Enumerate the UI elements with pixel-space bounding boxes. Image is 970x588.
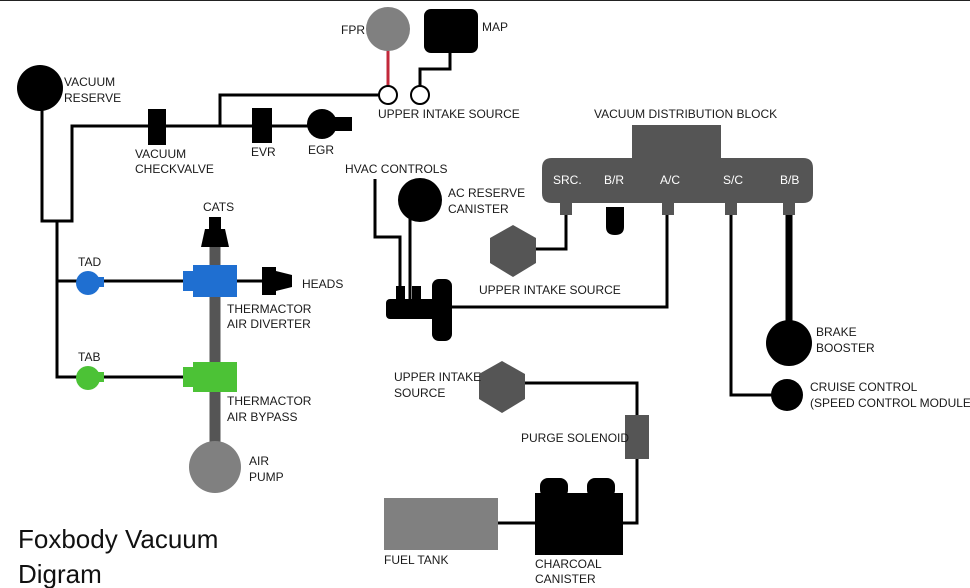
- brake-booster: [766, 320, 812, 366]
- distribution-port-ac: [662, 201, 674, 215]
- src-port-line: [530, 213, 568, 251]
- heads-fitting: [262, 267, 276, 295]
- upper-intake-source-mid: [490, 225, 536, 277]
- vacuum-reserve-line: [40, 101, 150, 223]
- thermactor-air-diverter: [193, 265, 237, 297]
- cruise-control-module: [771, 379, 803, 411]
- distribution-port-bb: [783, 201, 795, 215]
- vacuum-checkvalve-label-1: VACUUM: [135, 147, 186, 161]
- thermactor-bypass-label-2: AIR BYPASS: [227, 410, 297, 424]
- evr-solenoid: [252, 108, 272, 143]
- thermactor-bypass-inlet: [183, 367, 195, 387]
- ac-reserve-label-2: CANISTER: [448, 202, 509, 216]
- upper-intake-fitting-2: [410, 85, 430, 105]
- brake-booster-label-2: BOOSTER: [816, 341, 875, 355]
- fpr-component: [366, 7, 410, 51]
- upper-intake-low-label-2: SOURCE: [394, 386, 445, 400]
- tad-valve-nozzle: [94, 277, 104, 287]
- port-bb-label: B/B: [780, 173, 799, 187]
- egr-valve: [307, 109, 337, 139]
- purge-to-canister-line: [622, 459, 639, 525]
- cruise-control-label-2: (SPEED CONTROL MODULE): [810, 396, 970, 410]
- vacuum-reserve: [17, 65, 63, 111]
- cats-label: CATS: [203, 200, 234, 214]
- hvac-valve-port-2: [412, 286, 421, 300]
- sc-port-line: [729, 215, 780, 397]
- vacuum-reserve-label-2: RESERVE: [64, 91, 121, 105]
- tab-valve-nozzle: [94, 372, 104, 382]
- hvac-controls-label: HVAC CONTROLS: [345, 162, 447, 176]
- tad-tab-trunk-line: [55, 221, 85, 379]
- thermactor-air-bypass: [193, 362, 237, 392]
- map-label: MAP: [482, 20, 508, 34]
- fpr-label: FPR: [341, 23, 365, 37]
- thermactor-diverter-label-1: THERMACTOR: [227, 302, 312, 316]
- upper-intake-feed-line: [218, 93, 382, 126]
- fuel-tank-label: FUEL TANK: [384, 553, 448, 567]
- purge-solenoid-label: PURGE SOLENOID: [521, 431, 629, 445]
- distribution-port-sc: [725, 201, 737, 215]
- vacuum-distribution-block-label: VACUUM DISTRIBUTION BLOCK: [594, 107, 777, 121]
- egr-label: EGR: [308, 143, 334, 157]
- vacuum-distribution-block: [542, 125, 813, 203]
- map-sensor: [424, 9, 478, 53]
- egr-valve-stem: [330, 117, 352, 131]
- upper-intake-top-label: UPPER INTAKE SOURCE: [378, 107, 520, 121]
- thermactor-bypass-label-1: THERMACTOR: [227, 394, 312, 408]
- ac-reserve-label-1: AC RESERVE: [448, 186, 525, 200]
- thermactor-diverter-label-2: AIR DIVERTER: [227, 317, 311, 331]
- distribution-port-src: [560, 201, 572, 215]
- distribution-port-br-cap: [606, 207, 624, 235]
- upper-intake-low-label-1: UPPER INTAKE: [394, 370, 481, 384]
- air-pump-label-2: PUMP: [249, 470, 284, 484]
- upper-intake-mid-label: UPPER INTAKE SOURCE: [479, 283, 621, 297]
- evr-label: EVR: [251, 145, 276, 159]
- cats-fitting: [201, 229, 229, 247]
- map-line: [418, 51, 452, 95]
- tab-label: TAB: [78, 350, 100, 364]
- brake-booster-label-1: BRAKE: [816, 325, 857, 339]
- thermactor-diverter-inlet: [183, 271, 195, 291]
- hvac-control-valve-body: [386, 299, 446, 319]
- cats-fitting-stem: [209, 217, 221, 229]
- port-ac-label: A/C: [660, 173, 680, 187]
- diagram-title-line-1: Foxbody Vacuum: [18, 524, 218, 554]
- upper-intake-source-low: [479, 361, 525, 413]
- tad-label: TAD: [78, 255, 101, 269]
- port-src-label: SRC.: [553, 173, 582, 187]
- heads-fitting-taper: [276, 271, 292, 291]
- port-br-label: B/R: [604, 173, 624, 187]
- charcoal-canister: [535, 493, 623, 555]
- hvac-to-ac-port-line: [450, 215, 669, 309]
- charcoal-canister-label-1: CHARCOAL: [535, 557, 602, 571]
- hvac-controls-line: [373, 179, 402, 299]
- heads-label: HEADS: [302, 277, 343, 291]
- charcoal-canister-port-2: [587, 478, 615, 498]
- fuel-tank: [384, 498, 498, 550]
- cruise-control-label-1: CRUISE CONTROL: [810, 380, 918, 394]
- air-pump: [189, 441, 241, 493]
- upper-intake-fitting-1: [378, 85, 398, 105]
- upper-intake-to-purge-line: [520, 381, 639, 417]
- diagram-title-line-2: Digram: [18, 559, 102, 588]
- port-sc-label: S/C: [723, 173, 743, 187]
- vacuum-checkvalve: [148, 109, 166, 145]
- vacuum-checkvalve-label-2: CHECKVALVE: [135, 162, 214, 176]
- air-pump-label-1: AIR: [249, 454, 269, 468]
- charcoal-canister-port-1: [540, 478, 568, 498]
- hvac-control-valve-block: [432, 279, 452, 341]
- ac-reserve-canister: [398, 178, 442, 222]
- charcoal-canister-label-2: CANISTER: [535, 572, 596, 586]
- purge-solenoid: [625, 415, 649, 459]
- hvac-valve-port-1: [396, 286, 405, 300]
- vacuum-reserve-label-1: VACUUM: [64, 75, 115, 89]
